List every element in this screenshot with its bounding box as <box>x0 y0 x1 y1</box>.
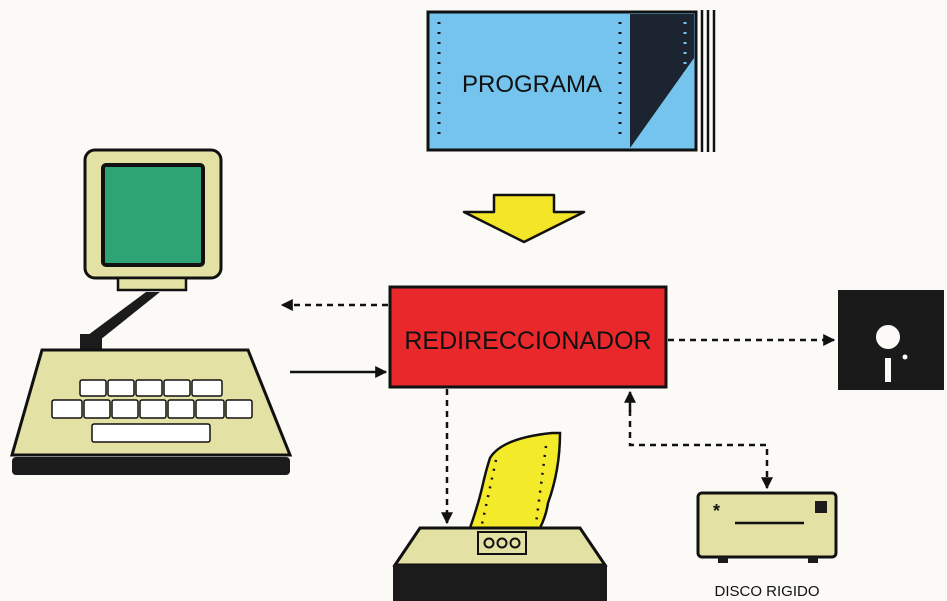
printer-base <box>393 565 607 601</box>
program-dark-stripe <box>630 14 694 148</box>
keyboard-icon <box>10 348 293 475</box>
arrow-to-hard-disk <box>628 410 773 490</box>
monitor-screen <box>101 163 205 267</box>
printer-icon <box>392 431 608 601</box>
program-label: PROGRAMA <box>462 71 602 98</box>
computer-icon <box>10 148 293 475</box>
monitor-base <box>116 276 188 292</box>
monitor-arm-joint <box>80 334 102 350</box>
monitor-arm <box>84 292 160 340</box>
hard-disk-label: DISCO RIGIDO <box>714 583 819 600</box>
redirector-box: REDIRECCIONADOR <box>388 285 668 389</box>
program-listing-icon: PROGRAMA <box>426 10 716 152</box>
floppy-disk-icon <box>838 290 944 390</box>
svg-text:*: * <box>713 501 720 521</box>
redirector-label: REDIRECCIONADOR <box>404 327 651 355</box>
printer-paper <box>468 431 562 530</box>
printer-panel <box>477 531 527 555</box>
hard-disk-icon: * <box>696 491 838 563</box>
flow-arrow-down-icon <box>462 193 586 244</box>
